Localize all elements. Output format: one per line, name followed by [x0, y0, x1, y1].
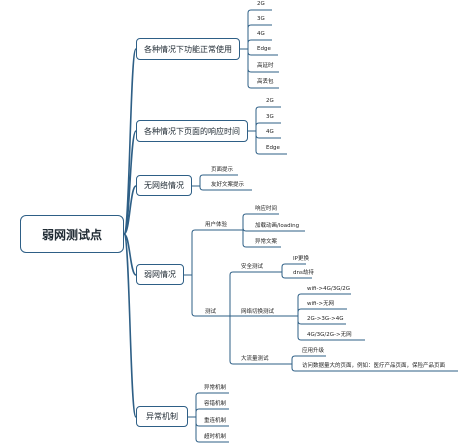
branch-response-time-node[interactable]: 各种情况下页面的响应时间: [136, 120, 248, 142]
function-edge: [247, 49, 279, 89]
function-leaf[interactable]: Edge: [257, 46, 271, 52]
heavy-traffic-leaf[interactable]: 应用升级: [302, 348, 325, 354]
root-to-no-network-edge: [123, 185, 137, 235]
function-edge: [247, 9, 272, 49]
security-test-node[interactable]: 安全测试: [241, 264, 264, 270]
exception-edge: [195, 417, 229, 443]
weak-network-edge: [191, 229, 230, 275]
security-edge: [281, 272, 312, 279]
response-time-leaf[interactable]: 2G: [266, 98, 274, 104]
function-edge: [247, 39, 272, 49]
branch-exception-node[interactable]: 异常机制: [136, 406, 188, 427]
network-switch-leaf[interactable]: wifi->无网: [307, 301, 335, 307]
response-time-leaf[interactable]: 4G: [266, 129, 274, 135]
no-network-leaf[interactable]: 友好文案提示: [211, 182, 245, 188]
no-network-leaf[interactable]: 页面提示: [211, 167, 234, 173]
network-switch-test-node[interactable]: 网络切换测试: [241, 309, 275, 315]
branch-no-network-node[interactable]: 无网络情况: [136, 175, 192, 196]
user-experience-leaf[interactable]: 加载动画/loading: [255, 223, 300, 229]
no-network-edge: [199, 186, 252, 191]
branch-weak-network-node[interactable]: 弱网情况: [136, 264, 184, 285]
heavy-traffic-edge: [291, 355, 326, 364]
network-switch-edge: [297, 293, 351, 316]
heavy-traffic-leaf[interactable]: 访问数据量大的页面，例如：医疗产品页面，保险产品页面: [302, 363, 446, 369]
user-experience-edge: [242, 230, 281, 248]
response-time-leaf[interactable]: Edge: [266, 145, 280, 151]
exception-edge: [195, 392, 229, 417]
network-switch-leaf[interactable]: wifi->4G/3G/2G: [307, 286, 351, 292]
root-label: 弱网测试点: [41, 227, 102, 242]
user-experience-node[interactable]: 用户体验: [205, 222, 228, 228]
response-edge: [255, 122, 281, 131]
branch-function-node[interactable]: 各种情况下功能正常使用: [136, 38, 240, 60]
user-experience-edge: [242, 213, 279, 230]
function-leaf[interactable]: 高延时: [257, 63, 274, 69]
user-experience-leaf[interactable]: 异常文案: [255, 239, 278, 245]
exception-leaf[interactable]: 容错机制: [204, 401, 227, 407]
branch-response-time-label: 各种情况下页面的响应时间: [144, 126, 240, 136]
exception-edge: [195, 408, 229, 417]
response-edge: [255, 131, 287, 155]
response-time-leaf[interactable]: 3G: [266, 114, 274, 120]
function-leaf[interactable]: 2G: [257, 1, 265, 7]
test-edge: [229, 316, 280, 365]
response-edge: [255, 106, 281, 131]
heavy-traffic-test-node[interactable]: 大流量测试: [241, 356, 269, 362]
exception-leaf[interactable]: 异常机制: [204, 385, 227, 391]
network-switch-leaf[interactable]: 4G/3G/2G->无网: [307, 332, 352, 338]
exception-leaf[interactable]: 超时机制: [204, 434, 227, 440]
user-experience-edge: [242, 227, 305, 232]
no-network-edge: [199, 174, 238, 186]
network-switch-edge: [297, 308, 347, 316]
heavy-traffic-edge: [291, 364, 458, 372]
network-switch-edge: [297, 316, 365, 341]
function-edge: [247, 24, 272, 49]
weak-network-edge: [191, 275, 224, 317]
test-node[interactable]: 测试: [205, 309, 217, 315]
branch-function-label: 各种情况下功能正常使用: [144, 44, 232, 54]
security-test-leaf[interactable]: IP更换: [293, 256, 309, 262]
security-edge: [281, 263, 306, 272]
branch-weak-network-label: 弱网情况: [144, 270, 176, 279]
network-switch-leaf[interactable]: 2G->3G->4G: [307, 316, 344, 322]
function-leaf[interactable]: 高丢包: [257, 79, 274, 85]
user-experience-leaf[interactable]: 响应时间: [255, 206, 278, 212]
function-leaf[interactable]: 4G: [257, 31, 265, 37]
branch-no-network-label: 无网络情况: [144, 181, 184, 190]
root-to-exception-edge: [123, 233, 137, 418]
function-leaf[interactable]: 3G: [257, 16, 265, 22]
root-node[interactable]: 弱网测试点: [20, 215, 124, 253]
branch-exception-label: 异常机制: [146, 412, 178, 421]
test-edge: [229, 271, 270, 316]
security-test-leaf[interactable]: dns劫持: [293, 270, 314, 276]
exception-leaf[interactable]: 重连机制: [204, 418, 227, 424]
